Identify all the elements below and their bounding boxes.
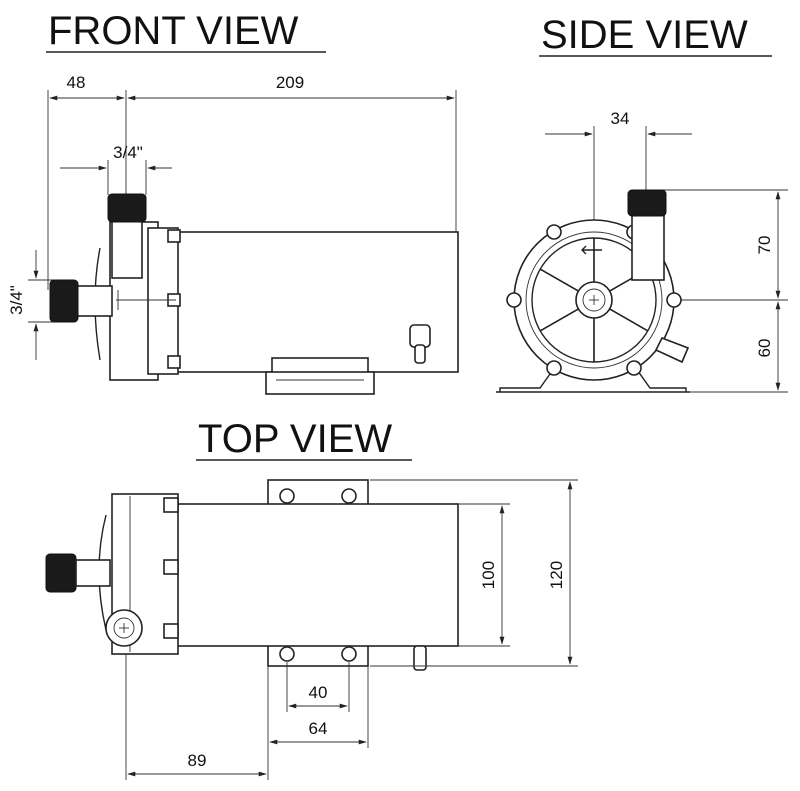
lug-3: [506, 292, 522, 308]
dim-40: 40: [309, 683, 328, 702]
dim-89: 89: [188, 751, 207, 770]
rotation-arrow: [581, 245, 602, 255]
inlet-pipe: [75, 285, 113, 317]
dim-inlet-3-4: 3/4": [7, 285, 26, 315]
mount-hole-4: [341, 646, 357, 662]
lug-4: [666, 292, 682, 308]
dimension-front-length: 48 209: [47, 73, 457, 290]
top-inlet-pipe: [75, 559, 111, 587]
mount-hole-1: [279, 488, 295, 504]
top-switch: [413, 645, 427, 671]
outlet-fitting: [107, 193, 147, 223]
dim-120: 120: [547, 561, 566, 589]
front-view-title: FRONT VIEW: [46, 9, 326, 53]
top-bolt-1: [163, 497, 179, 513]
dim-209: 209: [276, 73, 304, 92]
lug-1: [546, 224, 562, 240]
top-bolt-3: [163, 623, 179, 639]
switch-lever: [414, 344, 426, 364]
outlet-pipe: [111, 217, 143, 279]
flange-bolt-1: [167, 229, 181, 243]
dim-64: 64: [309, 719, 328, 738]
top-bolt-2: [163, 559, 179, 575]
top-view-title: TOP VIEW: [196, 417, 412, 461]
front-view: 48 209 3/4" 3/4": [7, 73, 459, 395]
dimension-side-height: 70 60: [660, 189, 788, 393]
dim-outlet-3-4: 3/4": [113, 143, 143, 162]
side-outlet-pipe: [631, 209, 665, 281]
dimension-top-lengths: 40 64 89: [125, 654, 369, 780]
dim-100: 100: [479, 561, 498, 589]
side-switch: [654, 336, 690, 364]
dim-70: 70: [755, 236, 774, 255]
top-motor-body: [175, 503, 459, 647]
top-view: 100 120 40 64 89: [45, 479, 578, 780]
dimension-outlet-thread: 3/4": [60, 143, 172, 195]
mount-hole-2: [341, 488, 357, 504]
motor-base-plate: [265, 371, 375, 395]
inlet-fitting: [49, 279, 79, 323]
power-switch: [409, 324, 431, 348]
side-view-title: SIDE VIEW: [539, 13, 772, 57]
side-view-label: SIDE VIEW: [541, 13, 748, 57]
dim-48: 48: [67, 73, 86, 92]
dim-34: 34: [611, 109, 630, 128]
dimension-top-widths: 100 120: [370, 479, 578, 667]
top-inlet-fitting: [45, 553, 77, 593]
front-view-label: FRONT VIEW: [48, 9, 299, 53]
lug-6: [626, 360, 642, 376]
side-view: 34 70 60: [496, 109, 788, 393]
top-view-label: TOP VIEW: [198, 417, 392, 461]
lug-5: [546, 360, 562, 376]
flange-bolt-3: [167, 355, 181, 369]
mount-hole-3: [279, 646, 295, 662]
dim-60: 60: [755, 339, 774, 358]
motor-body: [175, 231, 459, 373]
side-outlet-fitting: [627, 189, 667, 217]
